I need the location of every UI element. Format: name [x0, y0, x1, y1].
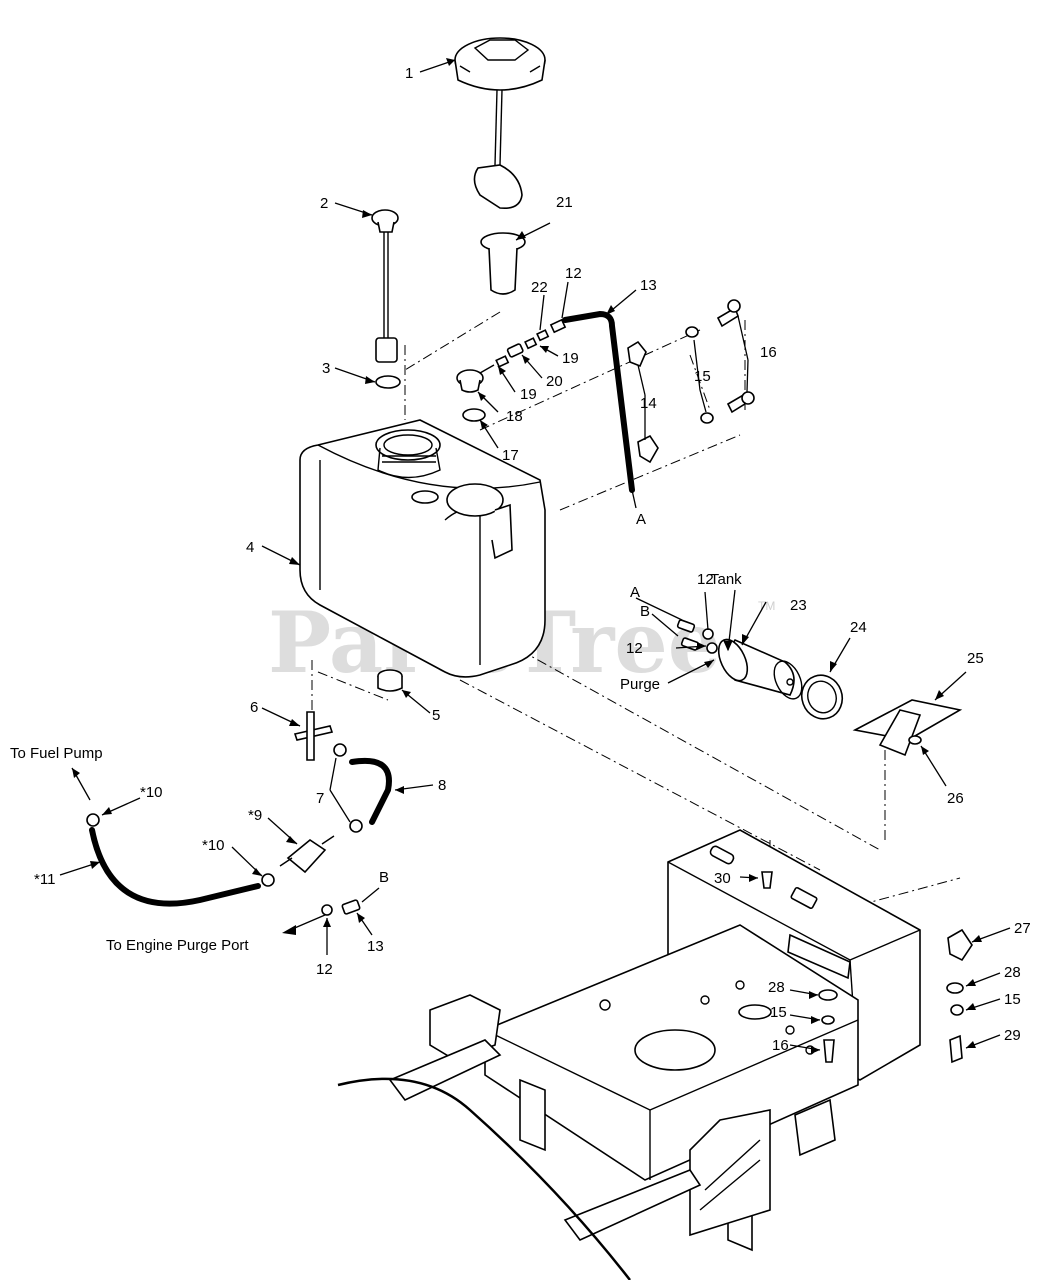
- callout-7: 7: [316, 790, 324, 807]
- callout-2: 2: [320, 195, 328, 212]
- purge-fittings: [321, 899, 361, 916]
- charcoal-canister: [717, 638, 803, 700]
- callout-15-side: 15: [1004, 991, 1021, 1008]
- callout-26: 26: [947, 790, 964, 807]
- label-tank: Tank: [710, 571, 742, 588]
- ref-a-canister: A: [630, 584, 640, 601]
- callout-labels: 1 2 3 4 5 6 7 8 *9 *10 *10 *11 12 12 12 …: [34, 65, 1031, 1054]
- canister-bracket: [852, 699, 963, 757]
- filter-clamp: [261, 873, 275, 887]
- hose-clips: [627, 340, 659, 464]
- canister-clamp: [800, 674, 844, 720]
- callout-1: 1: [405, 65, 413, 82]
- callout-4: 4: [246, 539, 254, 556]
- callout-10-filter: *10: [202, 837, 225, 854]
- callout-28-center: 28: [768, 979, 785, 996]
- cap-tether: [473, 89, 523, 210]
- vent-fittings: [495, 318, 567, 368]
- fuel-gauge: [371, 209, 399, 363]
- callout-17: 17: [502, 447, 519, 464]
- callout-12-canister-side: 12: [626, 640, 643, 657]
- callout-10-fuel-pump: *10: [140, 784, 163, 801]
- mower-frame: [388, 829, 921, 1252]
- gauge-gasket: [375, 375, 401, 389]
- side-fasteners: [946, 928, 973, 1064]
- callout-15-center: 15: [770, 1004, 787, 1021]
- callout-11: *11: [34, 871, 55, 888]
- callout-16-center: 16: [772, 1037, 789, 1054]
- text-annotations: To Fuel Pump To Engine Purge Port Tank P…: [10, 511, 742, 954]
- callout-22: 22: [531, 279, 548, 296]
- callout-14: 14: [640, 395, 657, 412]
- filler-neck: [480, 232, 526, 295]
- callout-12-canister-top: 12: [697, 571, 714, 588]
- callout-13-vent-hose: 13: [640, 277, 657, 294]
- ref-a-vent-hose: A: [636, 511, 646, 528]
- callout-3: 3: [322, 360, 330, 377]
- callout-18: 18: [506, 408, 523, 425]
- inline-fuel-filter: [279, 835, 335, 874]
- vent-hose-upper: [562, 310, 635, 493]
- callout-27: 27: [1014, 920, 1031, 937]
- frame-cutaway-line: [337, 1077, 631, 1280]
- vent-grommet: [462, 408, 486, 422]
- callout-8: 8: [438, 777, 446, 794]
- fuel-hose-8: [349, 757, 392, 825]
- fuel-cap: [454, 37, 546, 91]
- tank-grommet: [377, 669, 403, 692]
- leader-lines: [59, 58, 1011, 1054]
- callout-16-top: 16: [760, 344, 777, 361]
- callout-12-purge: 12: [316, 961, 333, 978]
- callout-20: 20: [546, 373, 563, 390]
- callout-29: 29: [1004, 1027, 1021, 1044]
- label-to-fuel-pump: To Fuel Pump: [10, 745, 103, 762]
- ref-b-canister: B: [640, 603, 650, 620]
- callout-13-purge: 13: [367, 938, 384, 955]
- callout-15-top: 15: [694, 368, 711, 385]
- label-purge: Purge: [620, 676, 660, 693]
- rollover-valve: [456, 364, 495, 393]
- hose-clamp-upper: [333, 743, 347, 757]
- callout-19-lower: 19: [520, 386, 537, 403]
- callout-12-vent: 12: [565, 265, 582, 282]
- hose-clamp-lower: [349, 819, 363, 833]
- tee-fitting: [293, 711, 334, 761]
- fuel-pump-clamp: [86, 813, 100, 827]
- fuel-line-11: [89, 827, 261, 907]
- callout-6: 6: [250, 699, 258, 716]
- callout-24: 24: [850, 619, 867, 636]
- callout-21: 21: [556, 194, 573, 211]
- fuel-tank: [299, 419, 546, 678]
- top-fasteners: [685, 299, 755, 424]
- label-to-engine-purge-port: To Engine Purge Port: [106, 937, 249, 954]
- callout-9: *9: [248, 807, 262, 824]
- callout-23: 23: [790, 597, 807, 614]
- callout-5: 5: [432, 707, 440, 724]
- center-fasteners: [761, 871, 838, 1063]
- ref-b-purge-hose: B: [379, 869, 389, 886]
- callout-19-upper: 19: [562, 350, 579, 367]
- callout-30: 30: [714, 870, 731, 887]
- callout-25: 25: [967, 650, 984, 667]
- callout-28-side: 28: [1004, 964, 1021, 981]
